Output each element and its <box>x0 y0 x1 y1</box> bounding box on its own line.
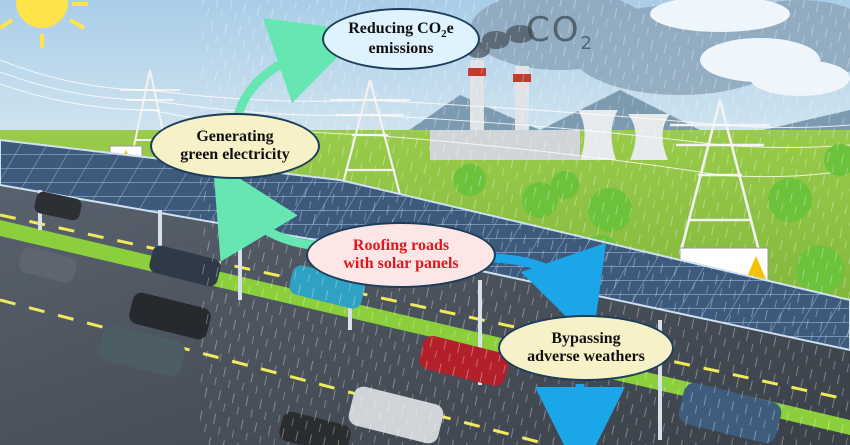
generating-green-electricity-bubble: Generating green electricity <box>150 113 320 179</box>
reducing-label-line2: emissions <box>368 40 434 58</box>
bypassing-weathers-bubble: Bypassing adverse weathers <box>498 315 674 381</box>
arrow-generating-to-reducing <box>233 18 363 118</box>
co2-smoke-text: CO2 <box>526 10 594 54</box>
bypassing-label-line1: Bypassing <box>551 330 621 348</box>
roofing-label-line1: Roofing roads <box>352 237 450 255</box>
reducing-label-line1: Reducing CO2e <box>348 19 454 40</box>
roofing-roads-bubble: Roofing roads with solar panels <box>306 222 496 288</box>
arrow-roofing-to-bypassing <box>493 242 606 343</box>
generating-label-line1: Generating <box>196 128 274 146</box>
roofing-label-line2: with solar panels <box>343 255 459 272</box>
bypassing-label-line2: adverse weathers <box>527 348 645 365</box>
sun-icon <box>0 0 88 48</box>
rain-overlay <box>200 0 850 445</box>
generating-label-line2: green electricity <box>180 146 290 163</box>
reducing-co2e-bubble: Reducing CO2e emissions <box>322 8 480 70</box>
arrow-roofing-to-generating <box>212 161 319 262</box>
